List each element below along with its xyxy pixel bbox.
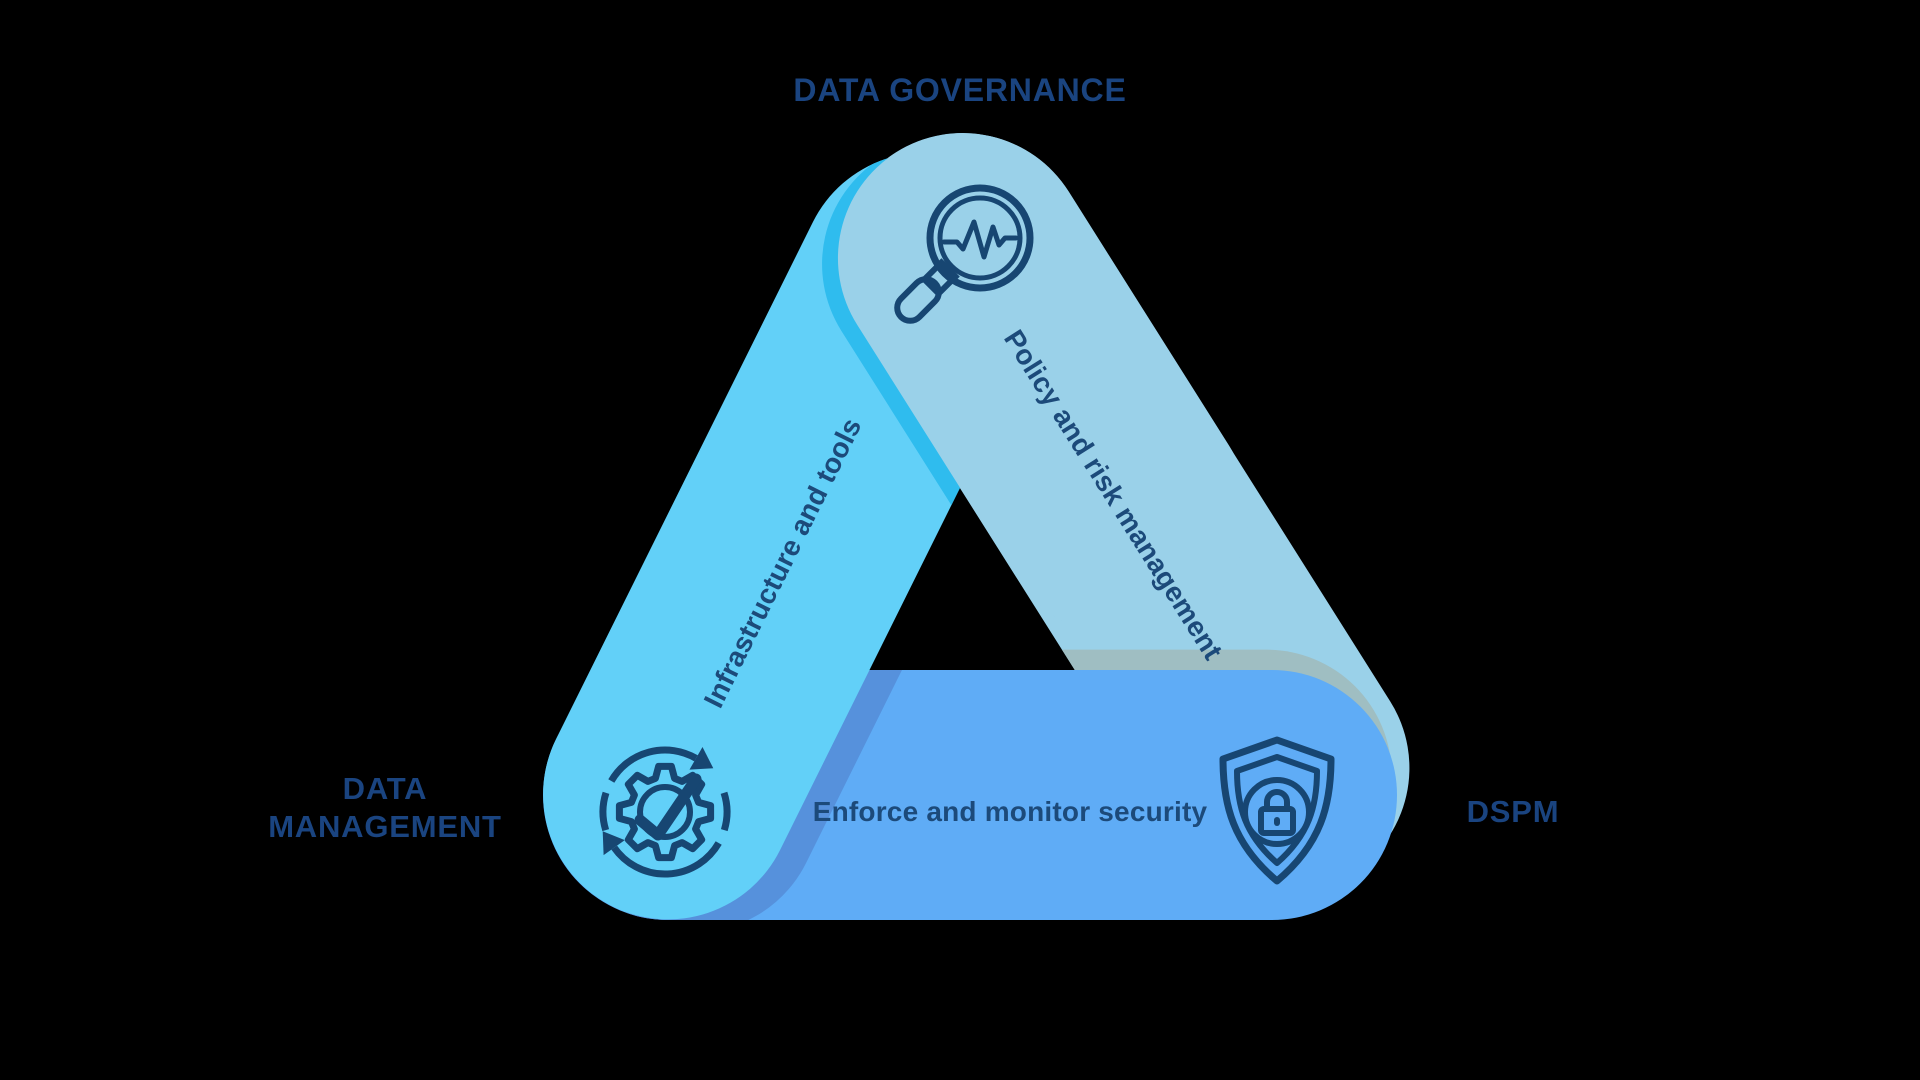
label-data-management-line1: DATA	[342, 771, 428, 806]
enforce-monitor-bar-label: Enforce and monitor security	[812, 796, 1208, 827]
label-data-governance: DATA GOVERNANCE	[793, 72, 1127, 108]
label-data-management: DATA MANAGEMENT	[235, 770, 535, 846]
gear-check-cycle-icon	[599, 746, 731, 878]
shield-lock-icon	[1219, 736, 1335, 885]
label-data-management-line2: MANAGEMENT	[268, 809, 502, 844]
magnifier-pulse-icon	[894, 184, 1034, 324]
label-dspm: DSPM	[1466, 794, 1560, 829]
